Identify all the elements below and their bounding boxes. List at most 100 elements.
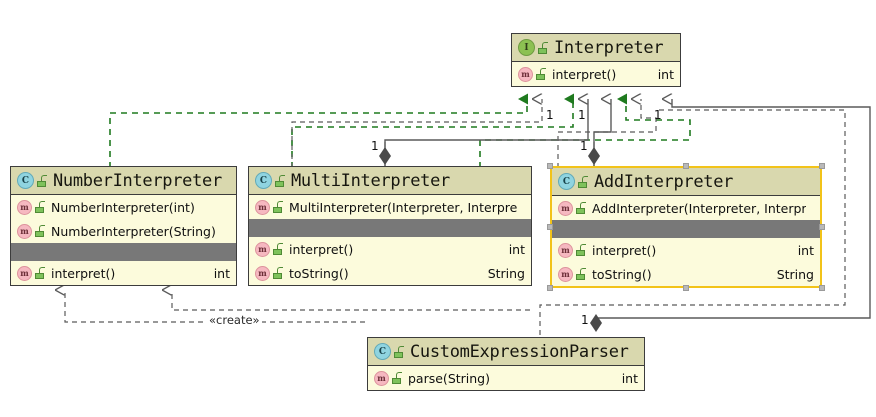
class-icon: C	[17, 172, 37, 189]
public-unlock-icon	[538, 41, 549, 54]
member-return-type: int	[621, 370, 638, 386]
member-section: m NumberInterpreter(int) m NumberInterpr…	[11, 195, 236, 243]
class-header-add-interpreter: C AddInterpreter	[552, 168, 820, 196]
section-separator-band	[11, 243, 236, 261]
selection-handle[interactable]	[547, 163, 553, 169]
member-row[interactable]: m interpret() int	[512, 62, 680, 86]
member-row[interactable]: m NumberInterpreter(String)	[11, 219, 236, 243]
member-row[interactable]: m interpret() int	[249, 237, 531, 261]
method-icon: m	[518, 66, 536, 82]
method-icon: m	[255, 199, 273, 215]
member-return-type: int	[213, 265, 230, 281]
member-name: AddInterpreter(Interpreter, Interpreter)	[592, 200, 806, 216]
selection-handle[interactable]	[819, 224, 825, 230]
member-return-type: String	[487, 265, 525, 281]
method-icon: m	[17, 265, 35, 281]
member-row[interactable]: m interpret() int	[552, 238, 820, 262]
method-icon: m	[374, 370, 392, 386]
multiplicity-label: 1	[580, 139, 588, 153]
member-section: m AddInterpreter(Interpreter, Interprete…	[552, 196, 820, 220]
member-section: m interpret() int m toString() String	[249, 237, 531, 285]
public-unlock-icon	[275, 174, 286, 187]
class-name-interpreter: Interpreter	[554, 37, 664, 58]
method-icon: m	[558, 266, 576, 282]
association-multi-holds-interpreter[interactable]	[379, 99, 589, 168]
public-unlock-icon	[394, 345, 405, 358]
public-unlock-icon	[576, 202, 587, 214]
selection-handle[interactable]	[683, 163, 689, 169]
member-return-type: int	[657, 66, 674, 82]
member-name: MultiInterpreter(Interpreter, Interprete…	[289, 199, 517, 215]
realization-number-to-interpreter[interactable]	[109, 93, 528, 168]
class-box-add-interpreter[interactable]: C AddInterpreter m AddInterpreter(Interp…	[550, 166, 822, 288]
public-unlock-icon	[273, 243, 284, 255]
member-name: interpret()	[289, 241, 354, 257]
section-separator-band	[249, 219, 531, 237]
member-section: m interpret() int	[512, 62, 680, 86]
association-add-holds-interpreter[interactable]	[588, 99, 612, 168]
class-box-multi-interpreter[interactable]: C MultiInterpreter m MultiInterpreter(In…	[248, 166, 532, 286]
class-name-custom-expression-parser: CustomExpressionParser	[410, 341, 629, 362]
member-return-type: String	[776, 266, 814, 282]
method-icon: m	[255, 241, 273, 257]
selection-handle[interactable]	[547, 285, 553, 291]
dependency-create-number-b[interactable]	[172, 290, 530, 311]
public-unlock-icon	[273, 267, 284, 279]
class-header-number-interpreter: C NumberInterpreter	[11, 167, 236, 195]
method-icon: m	[558, 200, 576, 216]
selection-handle[interactable]	[547, 224, 553, 230]
public-unlock-icon	[578, 175, 589, 188]
member-name: NumberInterpreter(String)	[51, 223, 216, 239]
member-name: interpret()	[552, 66, 617, 82]
member-row[interactable]: m AddInterpreter(Interpreter, Interprete…	[552, 196, 820, 220]
member-row[interactable]: m toString() String	[552, 262, 820, 286]
member-row[interactable]: m MultiInterpreter(Interpreter, Interpre…	[249, 195, 531, 219]
member-name: NumberInterpreter(int)	[51, 199, 195, 215]
public-unlock-icon	[35, 201, 46, 213]
class-box-interpreter[interactable]: I Interpreter m interpret() int	[511, 33, 681, 87]
member-name: interpret()	[592, 242, 657, 258]
selection-handle[interactable]	[819, 285, 825, 291]
member-name: parse(String)	[408, 370, 490, 386]
member-section: m interpret() int	[11, 261, 236, 285]
class-header-multi-interpreter: C MultiInterpreter	[249, 167, 531, 195]
dependency-parser-to-interpreter[interactable]	[539, 109, 846, 335]
member-name: toString()	[289, 265, 349, 281]
class-box-number-interpreter[interactable]: C NumberInterpreter m NumberInterpreter(…	[10, 166, 237, 286]
member-row[interactable]: m NumberInterpreter(int)	[11, 195, 236, 219]
member-row[interactable]: m parse(String) int	[368, 366, 644, 390]
class-box-custom-expression-parser[interactable]: C CustomExpressionParser m parse(String)…	[367, 337, 645, 391]
member-row[interactable]: m toString() String	[249, 261, 531, 285]
public-unlock-icon	[273, 201, 284, 213]
dependency-create-number-a[interactable]	[65, 290, 365, 323]
multiplicity-label: 1	[581, 313, 589, 327]
create-stereotype-label: «create»	[207, 313, 262, 327]
class-header-interpreter: I Interpreter	[512, 34, 680, 62]
member-row[interactable]: m interpret() int	[11, 261, 236, 285]
selection-handle[interactable]	[819, 163, 825, 169]
public-unlock-icon	[35, 225, 46, 237]
class-icon: C	[558, 173, 578, 190]
method-icon: m	[558, 242, 576, 258]
method-icon: m	[255, 265, 273, 281]
realization-add-to-interpreter[interactable]	[479, 93, 691, 168]
public-unlock-icon	[37, 174, 48, 187]
realization-multi-to-interpreter[interactable]	[291, 93, 574, 168]
dependency-multi-uses-interpreter[interactable]	[291, 99, 543, 168]
selection-handle[interactable]	[683, 285, 689, 291]
multiplicity-label: 1	[371, 139, 379, 153]
class-name-multi-interpreter: MultiInterpreter	[291, 170, 450, 191]
dependency-add-uses-interpreter[interactable]	[557, 99, 657, 168]
class-name-add-interpreter: AddInterpreter	[594, 171, 734, 192]
class-header-custom-expression-parser: C CustomExpressionParser	[368, 338, 644, 366]
multiplicity-label: 1	[654, 108, 662, 122]
public-unlock-icon	[35, 267, 46, 279]
public-unlock-icon	[392, 372, 403, 384]
association-parser-to-interpreter[interactable]	[590, 99, 871, 332]
member-return-type: int	[508, 241, 525, 257]
method-icon: m	[17, 199, 35, 215]
member-name: toString()	[592, 266, 652, 282]
member-section: m interpret() int m toString() String	[552, 238, 820, 286]
